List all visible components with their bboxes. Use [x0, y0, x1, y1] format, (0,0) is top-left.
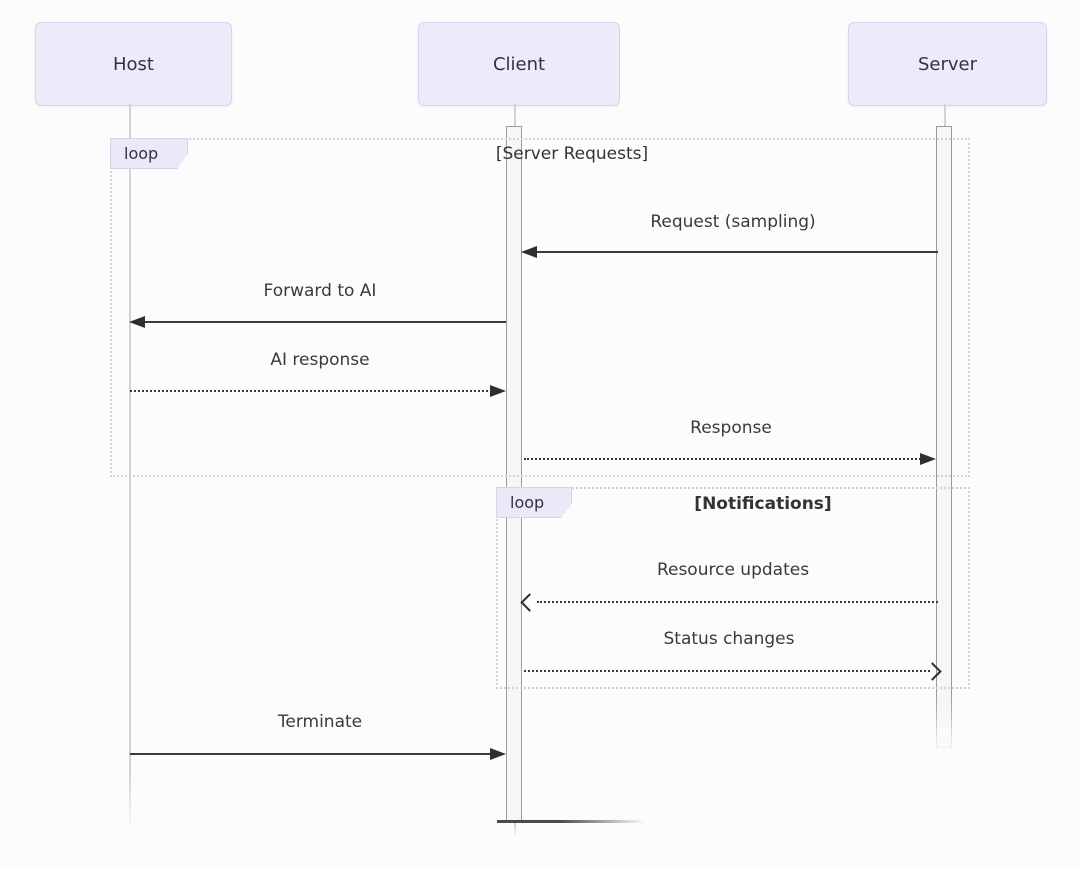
- message-label-terminate: Terminate: [277, 712, 363, 732]
- loop-keyword-label: loop: [124, 144, 159, 163]
- message-line-request-sampling: [524, 251, 938, 253]
- loop-condition-notifications: [Notifications]: [694, 494, 832, 514]
- participant-host-label: Host: [113, 53, 154, 75]
- loop-keyword-label: loop: [510, 493, 545, 512]
- message-label-resource-updates: Resource updates: [656, 560, 810, 580]
- loop-frame-server-requests: [110, 138, 970, 477]
- arrowhead-filled-right: [490, 748, 506, 760]
- participant-server: Server: [848, 22, 1047, 106]
- message-label-status-changes: Status changes: [663, 629, 795, 649]
- loop-condition-server-requests: [Server Requests]: [495, 144, 649, 164]
- message-line-terminate: [130, 753, 492, 755]
- arrowhead-filled-left: [129, 316, 145, 328]
- arrowhead-filled-right: [920, 453, 936, 465]
- message-line-resource-updates: [537, 601, 938, 603]
- lifeline-client: [514, 104, 516, 128]
- participant-server-label: Server: [917, 53, 978, 75]
- arrowhead-filled-right: [490, 385, 506, 397]
- lifeline-client-stub: [514, 822, 516, 837]
- message-line-ai-response: [130, 390, 492, 392]
- participant-host: Host: [35, 22, 232, 106]
- loop-keyword-tab: loop: [496, 487, 572, 518]
- participant-client: Client: [418, 22, 620, 106]
- loop-keyword-tab: loop: [110, 138, 188, 169]
- message-line-response: [524, 458, 921, 460]
- message-line-status-changes: [524, 670, 930, 672]
- lifeline-server: [944, 104, 946, 128]
- message-label-forward-to-ai: Forward to AI: [263, 281, 377, 301]
- loop-frame-notifications: [496, 487, 970, 689]
- message-line-forward-to-ai: [140, 321, 506, 323]
- message-label-request-sampling: Request (sampling): [650, 212, 816, 232]
- message-label-response: Response: [690, 418, 772, 438]
- participant-client-label: Client: [492, 53, 546, 75]
- fading-return-line: [497, 820, 645, 823]
- lifeline-host: [129, 104, 131, 832]
- message-label-ai-response: AI response: [270, 350, 370, 370]
- arrowhead-filled-left: [521, 246, 537, 258]
